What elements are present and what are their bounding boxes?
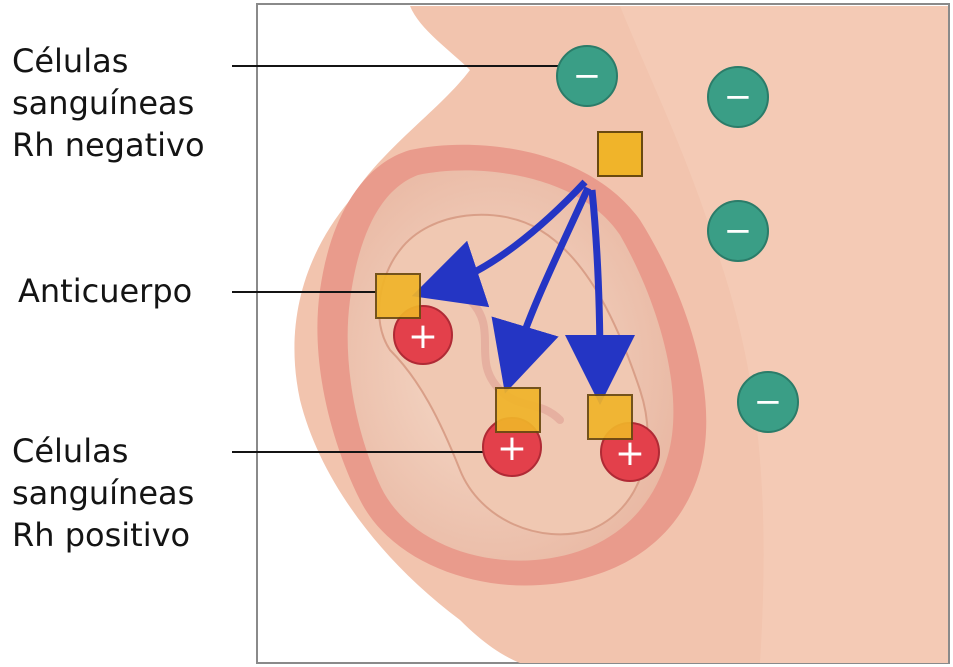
plus-icon: + <box>408 316 438 357</box>
antibody-square <box>598 132 642 176</box>
rh-negative-cell: − <box>557 46 617 106</box>
minus-icon: − <box>573 56 602 96</box>
plus-icon: + <box>497 428 527 469</box>
antibody-square <box>496 388 540 432</box>
label-rh-positive-cells: Células sanguíneas Rh positivo <box>12 430 194 556</box>
label-rh-negative-cells: Células sanguíneas Rh negativo <box>12 40 205 166</box>
antibody-square <box>588 395 632 439</box>
antibody-square <box>376 274 420 318</box>
rh-negative-cell: − <box>738 372 798 432</box>
minus-icon: − <box>754 382 783 422</box>
minus-icon: − <box>724 211 753 251</box>
rh-negative-cell: − <box>708 201 768 261</box>
minus-icon: − <box>724 77 753 117</box>
rh-negative-cell: − <box>708 67 768 127</box>
label-antibody: Anticuerpo <box>18 270 192 312</box>
